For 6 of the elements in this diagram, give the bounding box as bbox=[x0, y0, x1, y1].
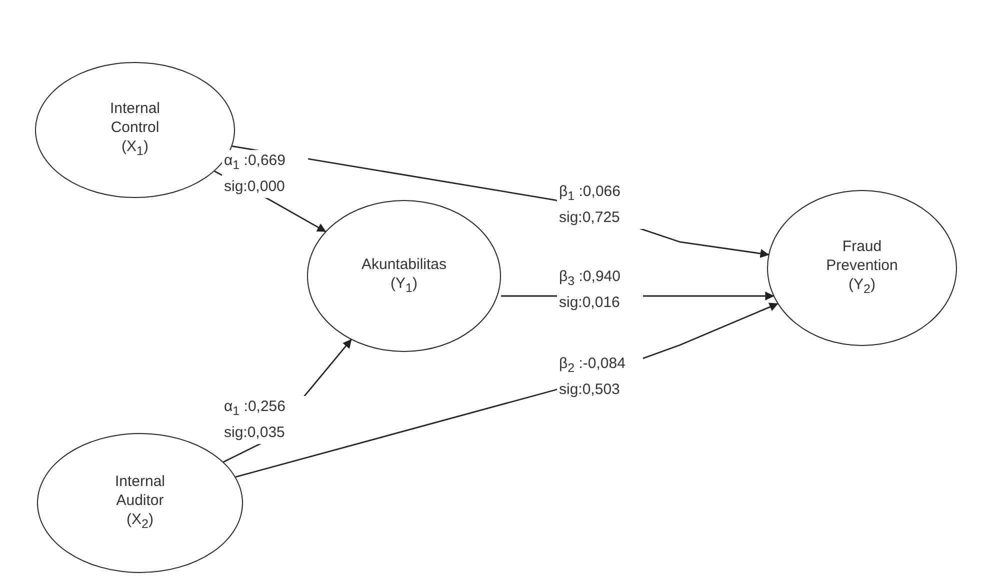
edge-label: α$_{1}$ :0,256 sig:0,035 bbox=[222, 396, 308, 444]
construct-name: Internal Control (X$_{1}$) bbox=[108, 99, 162, 160]
construct-name: Fraud Prevention (Y$_{2}$) bbox=[825, 237, 899, 298]
edge-label: α$_{1}$ :0,669 sig:0,000 bbox=[222, 150, 308, 198]
construct-name: Internal Auditor (X$_{2}$) bbox=[114, 472, 166, 533]
construct-name: Akuntabilitas (Y$_{1}$) bbox=[360, 254, 448, 296]
